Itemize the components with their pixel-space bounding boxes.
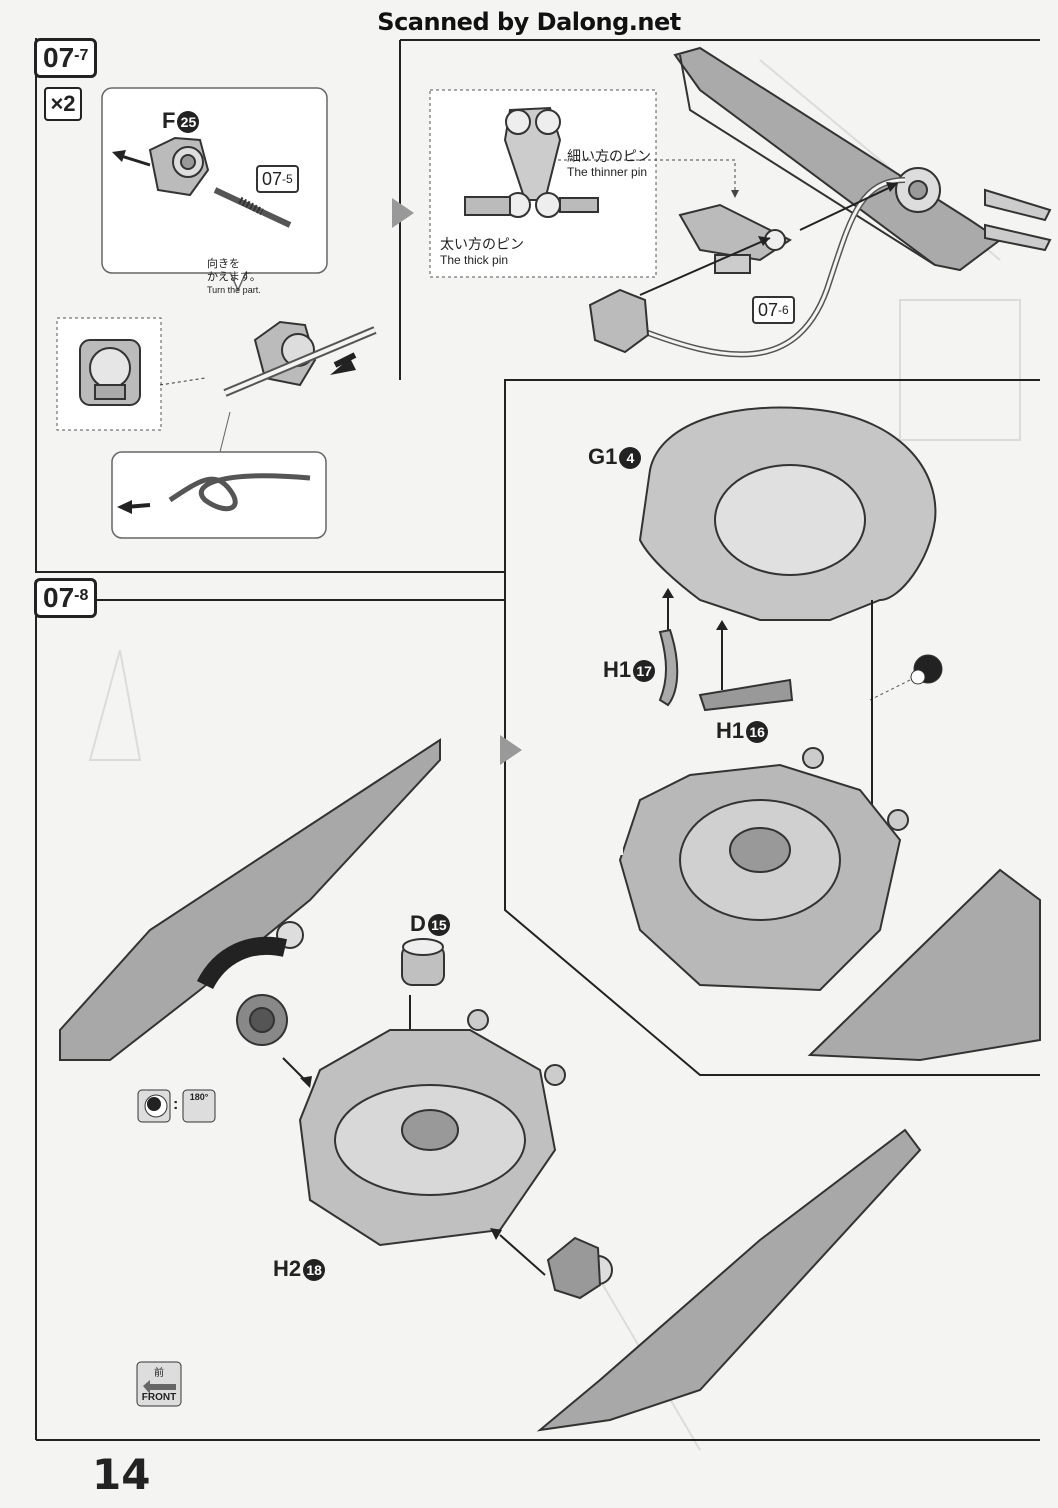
- step-arrow-2: [500, 735, 522, 765]
- detail-inset-box: [101, 87, 328, 274]
- page-number: 14: [92, 1450, 151, 1499]
- step-arrow-1: [392, 198, 414, 228]
- step-label-07-8: 07-8: [34, 578, 98, 618]
- step-label-07-7: 07-7: [34, 38, 98, 78]
- core-assembly-right: [618, 747, 909, 992]
- thick-pin-label: 太い方のピン The thick pin: [440, 236, 524, 267]
- pin-part-drawing: [464, 106, 599, 218]
- part-g14-dome: [638, 406, 937, 621]
- reference-07-6: 07-6: [752, 296, 795, 324]
- rotate-180-icon: [182, 1089, 216, 1123]
- rotate-label: 180°: [189, 1092, 209, 1102]
- thinner-pin-label: 細い方のピン The thinner pin: [567, 148, 651, 179]
- section-frames: [35, 38, 1040, 1441]
- watermark: Scanned by Dalong.net: [377, 8, 681, 36]
- wing-top-right: [673, 46, 1052, 272]
- separator-colon: :: [173, 1096, 179, 1113]
- front-label-jp: 前: [154, 1368, 164, 1379]
- quantity-badge: ×2: [44, 87, 82, 121]
- knot-inset-box: [111, 451, 327, 539]
- turn-part-label: 向きを かえます。 Turn the part.: [207, 258, 261, 295]
- reference-07-5: 07-5: [256, 165, 299, 193]
- front-label-en: FRONT: [141, 1392, 177, 1403]
- part-h218-core: [298, 1009, 566, 1247]
- part-f25-drawing: [148, 136, 210, 197]
- knot-drawing: [168, 473, 311, 512]
- front-arrow-icon: [136, 1361, 182, 1407]
- pin-connector-part: [678, 203, 792, 274]
- part-d15-drawing: [401, 938, 445, 986]
